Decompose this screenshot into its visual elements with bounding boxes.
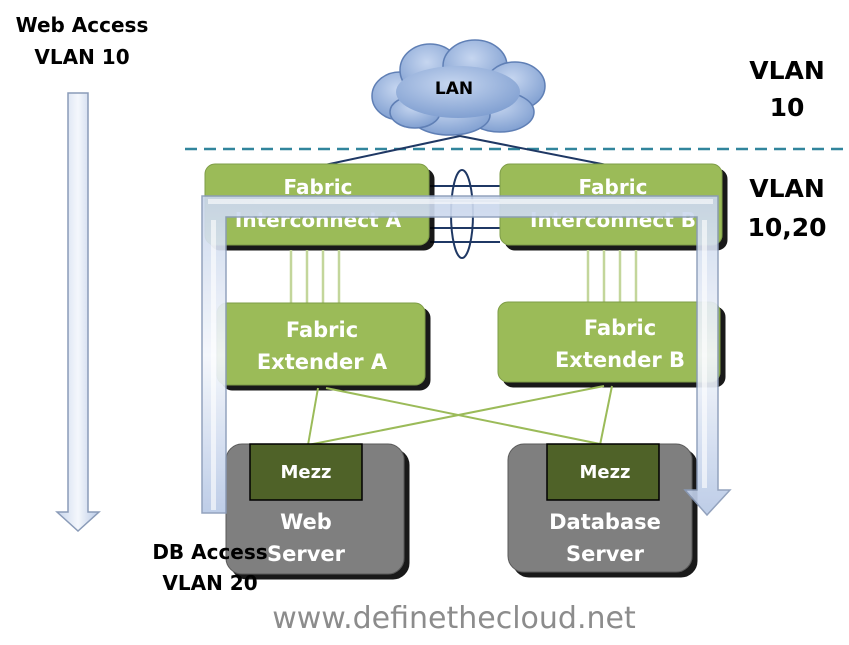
db-access-vlan-label: VLAN 20: [162, 571, 257, 595]
fabric-extender-a-line2: Extender A: [257, 350, 388, 374]
footer-url: www.definethecloud.net: [272, 601, 636, 636]
db-access-label: DB Access: [152, 540, 267, 564]
fabric-extender-b: [497, 301, 721, 383]
fabric-interconnect-b-line1: Fabric: [579, 175, 648, 199]
web-access-vlan-label: VLAN 10: [34, 45, 129, 69]
fabric-extender-b-line2: Extender B: [555, 348, 685, 372]
web-server-line1: Web: [280, 510, 332, 534]
uplinks: [319, 135, 613, 167]
vlan-mid-value: 10,20: [747, 213, 826, 242]
database-server-line1: Database: [549, 510, 661, 534]
vlan-top-value: 10: [770, 93, 805, 122]
db-access-arrow: [201, 195, 732, 517]
db-access-arrow-highlight: [208, 199, 713, 510]
vlan-top-label: VLAN: [749, 56, 825, 85]
fabric-interconnect-a-line1: Fabric: [284, 175, 353, 199]
fabric-extender-b-line1: Fabric: [584, 316, 656, 340]
server-links: [307, 385, 613, 446]
web-access-arrow: [55, 92, 101, 533]
lan-label: LAN: [435, 79, 473, 99]
database-server-mezz: [546, 443, 660, 501]
web-access-label: Web Access: [16, 13, 149, 37]
fabric-extender-a-line1: Fabric: [286, 318, 358, 342]
vlan-mid-label: VLAN: [749, 174, 825, 203]
extender-uplinks: [289, 250, 638, 304]
web-server-mezz-label: Mezz: [280, 462, 331, 483]
database-server-line2: Server: [566, 542, 645, 566]
database-server-mezz-label: Mezz: [579, 462, 630, 483]
web-server-mezz: [249, 443, 363, 501]
lan-cloud-icon: [371, 39, 546, 136]
web-server-line2: Server: [267, 542, 346, 566]
